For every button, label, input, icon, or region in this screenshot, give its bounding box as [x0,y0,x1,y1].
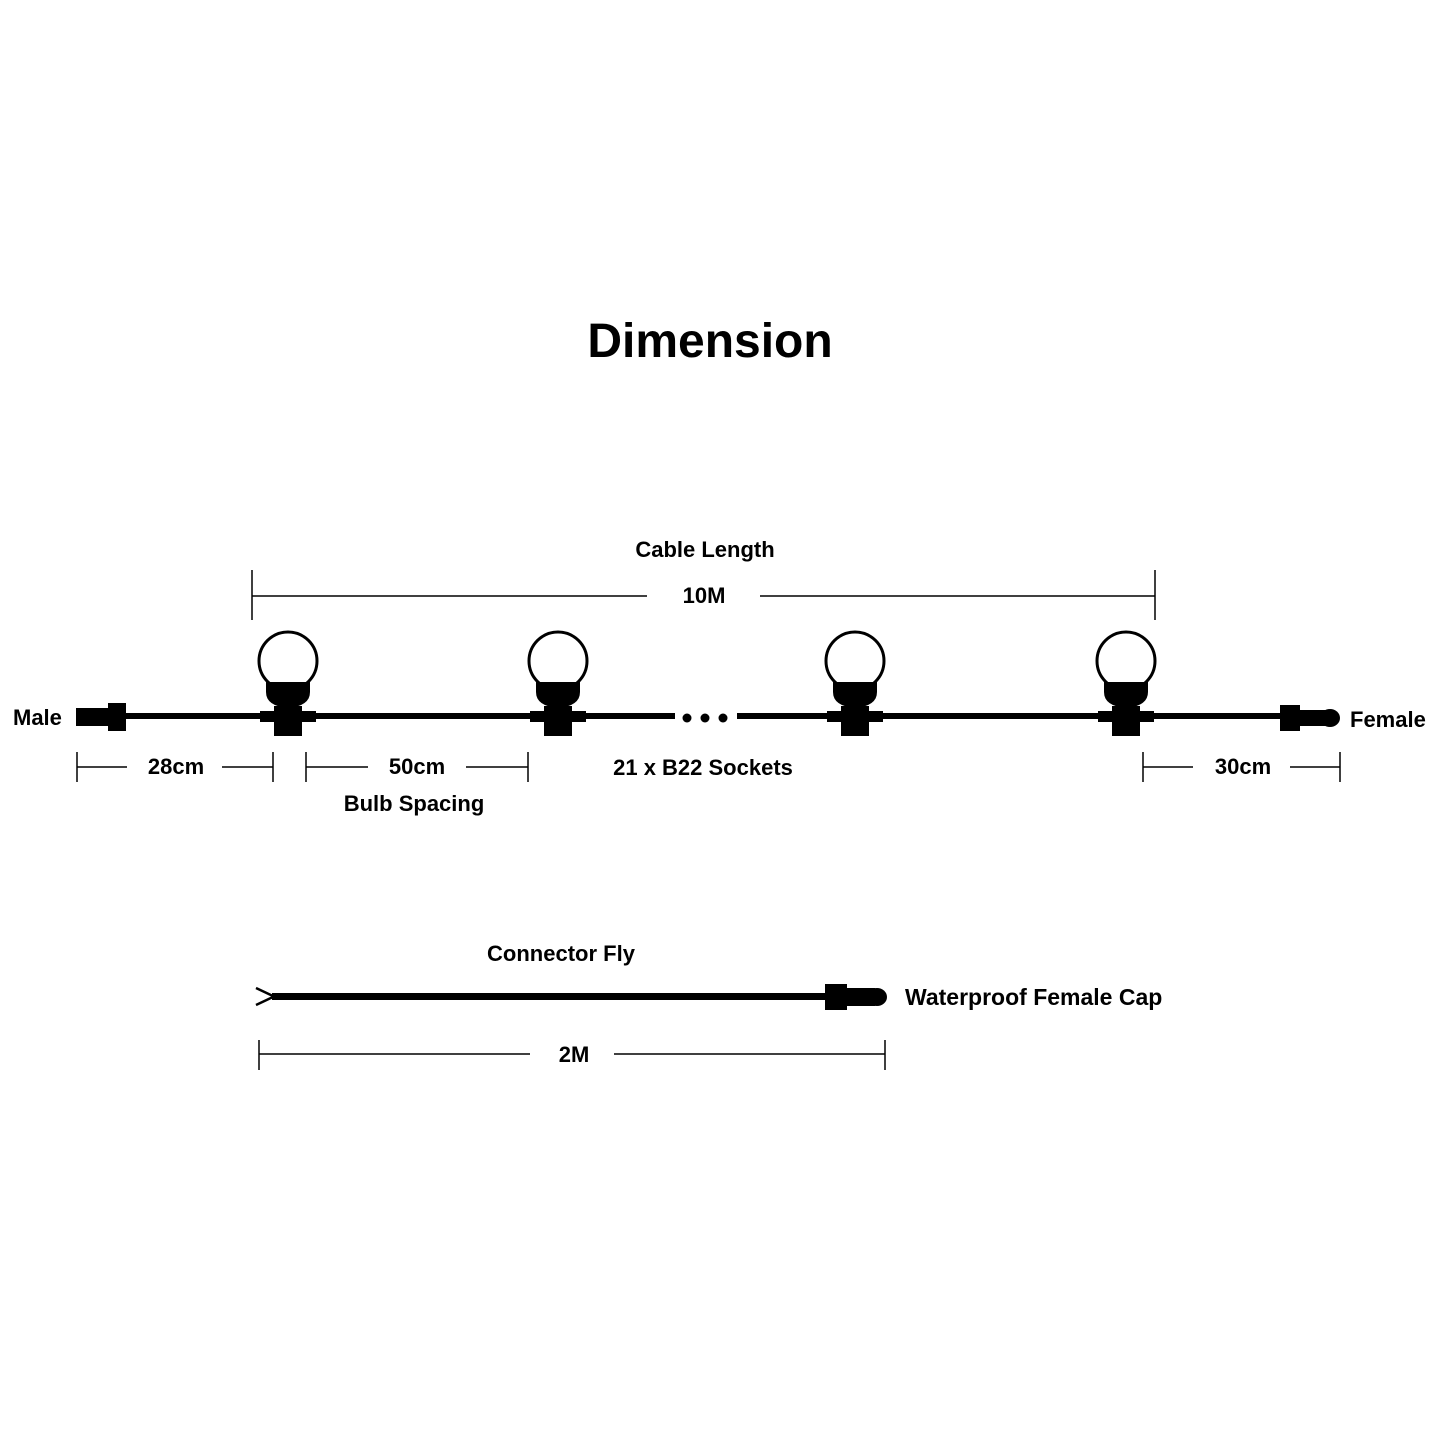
bulb-icon [1095,630,1157,736]
female-lead-dimension [1142,752,1341,782]
bulb-spacing-label: Bulb Spacing [344,791,485,816]
connector-fly-length-value: 2M [559,1042,590,1067]
main-cable [120,713,1280,723]
ellipsis-dot [700,713,710,723]
connector-fly-length-dimension [258,1040,886,1070]
ellipsis-dot [682,713,692,723]
female-label: Female [1350,707,1426,732]
cable-length-label: Cable Length [635,537,774,562]
connector-fly-cable [255,986,828,1007]
bulb-icon [527,630,589,736]
waterproof-female-cap-label: Waterproof Female Cap [905,984,1162,1010]
cable-length-value: 10M [683,583,726,608]
sockets-label: 21 x B22 Sockets [613,755,793,780]
cable-segment-left [120,713,675,719]
ellipsis-dot [718,713,728,723]
bulb-icon [257,630,319,736]
female-lead-value: 30cm [1215,754,1271,779]
bulb-spacing-dimension [305,752,529,782]
bulb-spacing-value: 50cm [389,754,445,779]
bulb-icon [824,630,886,736]
male-lead-value: 28cm [148,754,204,779]
connector-fly-label: Connector Fly [487,941,636,966]
waterproof-female-cap-icon [825,984,887,1010]
cable-segment-right [737,713,1280,719]
page-title: Dimension [587,315,832,368]
female-socket-icon [1280,705,1340,731]
male-lead-dimension [76,752,274,782]
cable-length-dimension [251,570,1156,620]
stripped-wire-end-icon [255,986,277,1007]
male-label: Male [13,705,62,730]
male-plug-icon [76,703,126,731]
